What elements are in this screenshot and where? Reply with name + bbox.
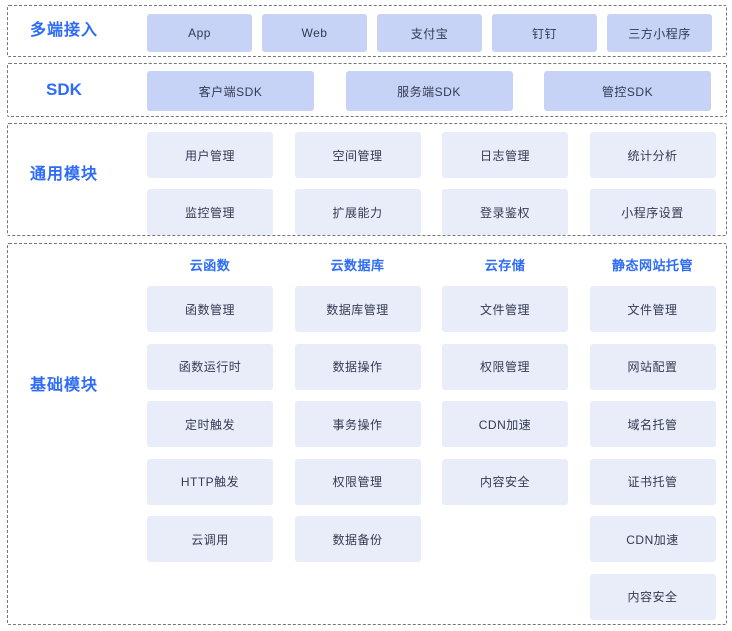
diagram-node: CDN加速 [442,401,568,447]
diagram-node: 扩展能力 [294,189,421,235]
diagram-node: 统计分析 [589,132,716,178]
diagram-node-client-sdk: 客户端SDK [147,71,314,111]
diagram-node: 用户管理 [147,132,273,178]
multi-access-node-row: App Web 支付宝 钉钉 三方小程序 [147,14,712,52]
diagram-node: 证书托管 [589,458,716,505]
column-header-cloud-storage: 云存储 [484,258,526,273]
diagram-node: 内容安全 [442,458,568,505]
section-base-modules: 基础模块 云函数 函数管理 函数运行时 定时触发 HTTP触发 云调用 云数据库… [7,243,727,625]
base-modules-columns: 云函数 函数管理 函数运行时 定时触发 HTTP触发 云调用 云数据库 数据库管… [147,244,716,631]
diagram-node: 监控管理 [147,189,273,235]
diagram-node-server-sdk: 服务端SDK [345,71,513,111]
diagram-node: 云调用 [147,516,273,562]
diagram-node: 数据操作 [294,343,421,390]
diagram-node: 网站配置 [589,343,716,390]
diagram-node: 权限管理 [294,458,421,505]
section-title-multi-access: 多端接入 [29,22,98,39]
diagram-node-dingtalk: 钉钉 [492,14,597,52]
diagram-node: 数据备份 [294,516,421,562]
diagram-node-web: Web [262,14,367,52]
diagram-node: CDN加速 [589,516,716,562]
diagram-node: 小程序设置 [589,189,716,235]
column-header-static-website-hosting: 静态网站托管 [611,258,693,273]
diagram-node: 登录鉴权 [442,189,568,235]
column-cloud-function: 云函数 函数管理 函数运行时 定时触发 HTTP触发 云调用 [147,244,273,631]
diagram-node: HTTP触发 [147,458,273,505]
column-cloud-database: 云数据库 数据库管理 数据操作 事务操作 权限管理 数据备份 [294,244,421,631]
sdk-node-row: 客户端SDK 服务端SDK 管控SDK [147,71,711,111]
diagram-node: 函数管理 [147,286,273,332]
section-title-sdk: SDK [46,80,82,99]
common-modules-grid: 用户管理 空间管理 日志管理 统计分析 监控管理 扩展能力 登录鉴权 小程序设置 [147,132,716,235]
section-multi-access: 多端接入 App Web 支付宝 钉钉 三方小程序 [7,5,727,57]
column-static-website-hosting: 静态网站托管 文件管理 网站配置 域名托管 证书托管 CDN加速 内容安全 [589,244,716,631]
column-header-cloud-database: 云数据库 [330,258,385,273]
diagram-node: 数据库管理 [294,286,421,332]
diagram-node: 定时触发 [147,401,273,447]
diagram-node: 空间管理 [294,132,421,178]
diagram-node-admin-sdk: 管控SDK [544,71,711,111]
diagram-node: 文件管理 [442,286,568,332]
diagram-node: 日志管理 [442,132,568,178]
diagram-node: 域名托管 [589,401,716,447]
diagram-node: 权限管理 [442,343,568,390]
section-title-base-modules: 基础模块 [29,377,98,394]
diagram-node-third-party-miniapp: 三方小程序 [607,14,712,52]
diagram-node: 文件管理 [589,286,716,332]
diagram-node-alipay: 支付宝 [377,14,482,52]
diagram-node-app: App [147,14,252,52]
column-cloud-storage: 云存储 文件管理 权限管理 CDN加速 内容安全 [442,244,568,631]
section-common-modules: 通用模块 用户管理 空间管理 日志管理 统计分析 监控管理 扩展能力 登录鉴权 … [7,123,727,236]
diagram-node: 函数运行时 [147,343,273,390]
diagram-node: 内容安全 [589,573,716,620]
section-title-common-modules: 通用模块 [29,166,98,183]
column-header-cloud-function: 云函数 [189,258,231,273]
diagram-node: 事务操作 [294,401,421,447]
section-sdk: SDK 客户端SDK 服务端SDK 管控SDK [7,63,727,117]
